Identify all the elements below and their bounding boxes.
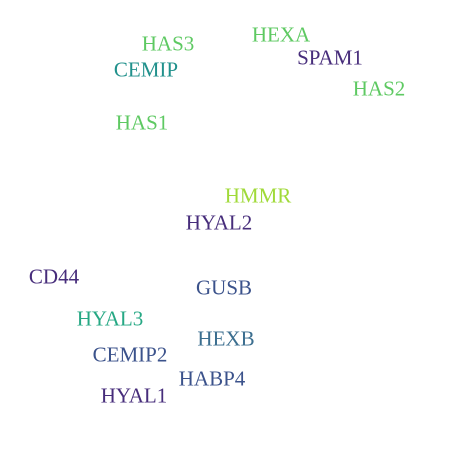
word-cemip2: CEMIP2 xyxy=(92,342,168,367)
word-hexa: HEXA xyxy=(251,22,311,47)
word-hyal3: HYAL3 xyxy=(76,306,144,331)
word-hexb: HEXB xyxy=(197,326,255,351)
word-hyal2: HYAL2 xyxy=(185,210,253,235)
word-has2: HAS2 xyxy=(352,76,406,101)
word-hyal1: HYAL1 xyxy=(100,383,168,408)
word-cemip: CEMIP xyxy=(113,57,179,82)
word-spam1: SPAM1 xyxy=(297,45,363,70)
word-cd44: CD44 xyxy=(28,264,80,289)
word-habp4: HABP4 xyxy=(178,366,246,391)
word-has1: HAS1 xyxy=(115,110,169,135)
word-hmmr: HMMR xyxy=(224,183,292,208)
word-gusb: GUSB xyxy=(195,275,253,300)
word-has3: HAS3 xyxy=(141,31,195,56)
